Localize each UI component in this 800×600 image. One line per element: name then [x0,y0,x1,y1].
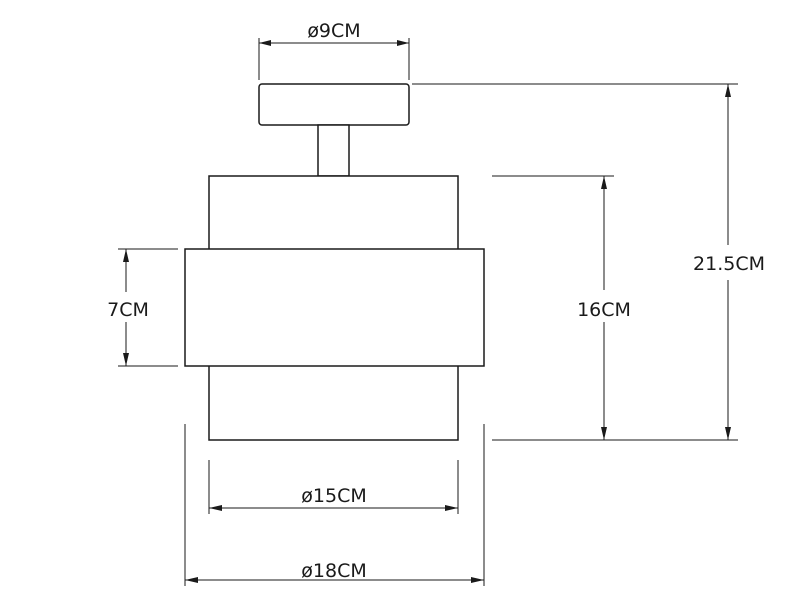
lamp-stem [317,124,350,177]
arrowhead [209,505,222,511]
arrowhead [725,84,731,97]
arrowhead [601,427,607,440]
arrowhead [123,353,129,366]
dimension-inner-diameter: ø15CM [208,460,459,514]
dimension-outer-diameter: ø18CM [184,424,485,586]
inner-diameter-label: ø15CM [301,485,366,507]
band-height-label: 7CM [107,299,149,321]
arrowhead [185,577,198,583]
lamp-body [184,83,485,441]
shade-height-label: 16CM [577,299,631,321]
outer-band [184,248,485,367]
arrowhead [725,427,731,440]
overall-height-label: 21.5CM [693,253,765,275]
arrowhead [397,40,409,46]
arrowhead [445,505,458,511]
arrowhead [471,577,484,583]
arrowhead [601,176,607,189]
outer-diameter-label: ø18CM [301,560,366,582]
dimension-band-height: 7CM [107,248,178,367]
dimension-shade-height: 16CM [492,175,631,440]
arrowhead [123,249,129,262]
ceiling-canopy [258,83,410,126]
dimension-overall-height: 21.5CM [412,83,765,441]
dimension-canopy-diameter: ø9CM [258,20,410,80]
canopy-diameter-label: ø9CM [307,20,360,42]
arrowhead [259,40,271,46]
